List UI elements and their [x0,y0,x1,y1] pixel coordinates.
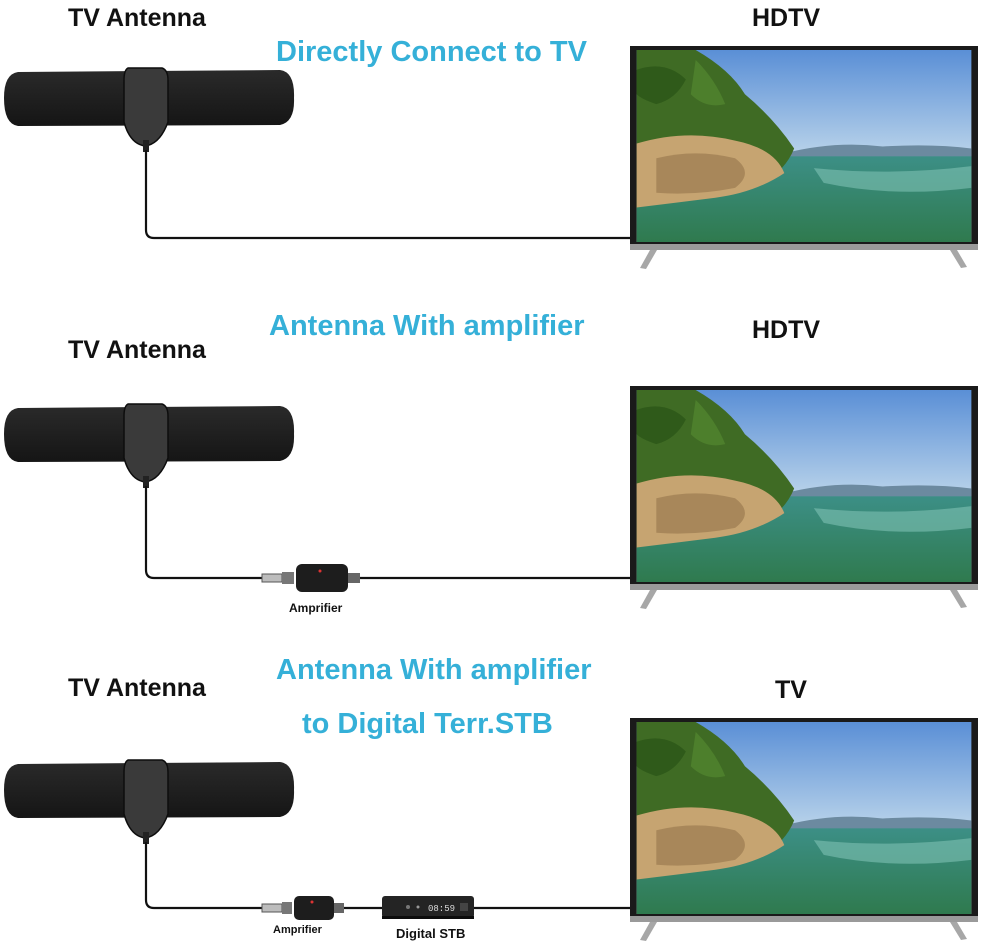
tv-3 [630,718,978,941]
amplifier-2 [261,564,360,592]
amplifier-3 [261,896,344,920]
antenna-1 [4,67,295,152]
tv-label-1: HDTV [752,4,821,32]
caption-3-line-1: Antenna With amplifier [276,654,592,686]
amplifier-label-2: Amprifier [289,601,343,615]
antenna-label-3: TV Antenna [68,674,206,702]
antenna-label-1: TV Antenna [68,4,206,32]
caption-2: Antenna With amplifier [269,310,585,342]
cable-3a [144,842,262,910]
tv-2 [630,386,978,609]
stb-display: 08:59 [428,904,455,914]
panel-1-artwork [4,46,978,269]
cable-2a [144,486,262,580]
set-top-box: 08:59 [382,896,474,919]
antenna-3 [4,759,295,844]
stb-label: Digital STB [396,926,466,941]
caption-3-line-2: to Digital Terr.STB [302,708,553,740]
tv-label-2: HDTV [752,316,821,344]
amplifier-label-3: Amprifier [273,924,322,936]
caption-1: Directly Connect to TV [276,36,587,68]
panel-2-artwork [4,386,978,609]
tv-label-3: TV [775,676,807,704]
cable-1 [144,150,632,240]
antenna-label-2: TV Antenna [68,336,206,364]
antenna-2 [4,403,295,488]
panel-3-artwork: 08:59 [4,718,978,941]
tv-1 [630,46,978,269]
